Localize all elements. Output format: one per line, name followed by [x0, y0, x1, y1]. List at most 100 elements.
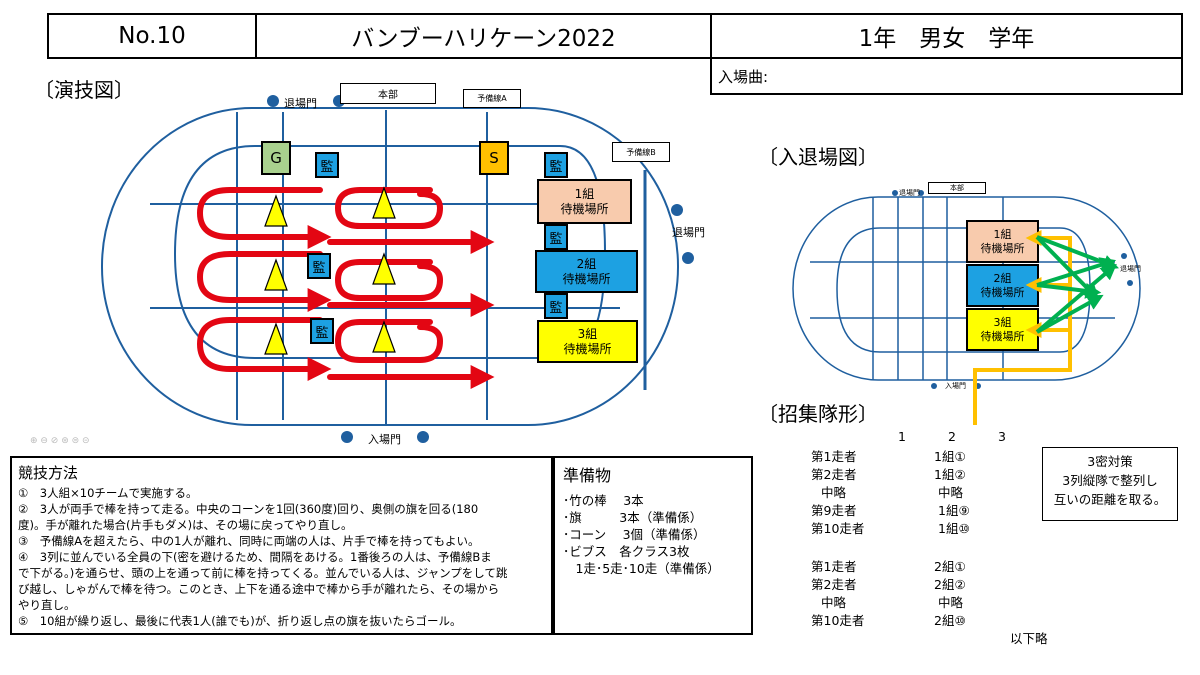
hq-label: 本部	[378, 90, 398, 101]
runner-label: 第10走者	[811, 521, 865, 536]
rules-line: ⑤ 10組が繰り返し、最後に代表1人(誰でも)が、折り返し点の旗を抜いたらゴール…	[18, 614, 462, 628]
exit-route-arrow	[1035, 263, 1117, 334]
cone	[264, 258, 288, 291]
exit-gate-dot	[918, 190, 924, 196]
runner-label: 第2走者	[811, 467, 857, 482]
zoom-toolbar[interactable]: ⊕ ⊖ ⊘ ⊛ ⊜ ⊝	[30, 436, 90, 446]
runner-group: 2組①	[934, 559, 966, 574]
rules-line: で下がる。)を通らせ、頭の上を通って前に棒を持ってくる。並んでいる人は、ジャンプ…	[18, 566, 508, 580]
entrance-gate-label: 入場門	[945, 382, 966, 390]
runner-label: 第2走者	[811, 577, 857, 592]
grade-label: 1年 男女 学年	[858, 26, 1035, 52]
event-number: No.10	[118, 23, 186, 49]
group1-waiting-area: 1組 待機場所	[537, 179, 632, 224]
runner-group: 中略	[938, 485, 964, 500]
reserve-line-b-label: 予備線B	[612, 142, 670, 162]
column-number: 1	[898, 429, 906, 444]
exit-route-arrow	[1036, 235, 1119, 271]
runner-group: 中略	[938, 595, 964, 610]
column-number: 2	[948, 429, 956, 444]
exit-gate-label: 退場門	[899, 189, 920, 197]
equipment-line: ･ビブス 各クラス3枚	[563, 544, 690, 559]
exit-gate-dot	[1127, 280, 1133, 286]
event-name-cell: バンブーハリケーン2022	[255, 13, 712, 59]
runner-label: 第9走者	[811, 503, 857, 518]
runner-group: 1組⑨	[938, 503, 970, 518]
exit-route-arrow	[1036, 294, 1104, 334]
reserve-line-a-label: 予備線A	[463, 89, 521, 108]
lane-arrows	[197, 187, 495, 389]
exit-gate-label: 退場門	[284, 97, 317, 110]
supervisor-marker: 監	[307, 253, 331, 279]
goal-flag: G	[261, 141, 291, 175]
density-note: 3密対策 3列縦隊で整列し 互いの距離を取る。	[1042, 447, 1178, 521]
column-number: 3	[998, 429, 1006, 444]
grade-cell: 1年 男女 学年	[710, 13, 1183, 59]
runner-group: 1組②	[934, 467, 966, 482]
music-cell: 入場曲:	[710, 57, 1183, 95]
exit-route-arrow	[1036, 257, 1117, 287]
runner-label: 中略	[821, 595, 847, 610]
rules-line: ② 3人が両手で棒を持って走る。中央のコーンを1回(360度)回り、奥側の旗を回…	[18, 502, 479, 516]
rules-line: び越し、しゃがんで棒を待つ。このとき、上下を通る途中で棒から手が離れたら、その場…	[18, 582, 500, 596]
rules-box: 競技方法 ① 3人組×10チームで実施する。 ② 3人が両手で棒を持って走る。中…	[10, 456, 553, 635]
rules-line: ① 3人組×10チームで実施する。	[18, 486, 198, 500]
lane-1-outer-arrow	[197, 187, 332, 249]
runner-group: 1組①	[934, 449, 966, 464]
cone	[372, 186, 396, 219]
equipment-line: ･竹の棒 3本	[563, 493, 644, 508]
entrance-gate-label: 入場門	[368, 433, 401, 446]
runner-group: 1組⑩	[938, 521, 970, 536]
group3-waiting-area: 3組 待機場所	[966, 308, 1039, 351]
lane-2-outer-arrow	[197, 251, 332, 312]
exit-gate-right-label: 退場門	[672, 226, 705, 239]
equipment-title: 準備物	[563, 466, 612, 485]
exit-gate-dot	[1121, 253, 1127, 259]
runner-label: 第1走者	[811, 559, 857, 574]
supervisor-marker: 監	[310, 318, 334, 344]
cone	[264, 194, 288, 227]
event-name: バンブーハリケーン2022	[351, 26, 616, 52]
exit-gate-dot	[267, 95, 279, 107]
supervisor-marker: 監	[315, 152, 339, 178]
cone	[372, 320, 396, 353]
entrance-gate-dot	[341, 431, 353, 443]
cones	[264, 186, 396, 355]
exit-gate-right-label: 退場門	[1120, 265, 1141, 273]
assembly-title: 〔招集隊形〕	[758, 402, 878, 426]
number-cell: No.10	[47, 13, 257, 59]
lane-3-outer-arrow	[197, 317, 332, 381]
equipment-line: 1走･5走･10走（準備係）	[563, 561, 720, 576]
runner-label: 中略	[821, 485, 847, 500]
rules-line: ③ 予備線Aを超えたら、中の1人が離れ、同時に両端の人は、片手で棒を持ってもよい…	[18, 534, 480, 548]
exit-gate-dot	[682, 252, 694, 264]
entry-exit-title: 〔入退場図〕	[758, 145, 878, 169]
performance-title: 〔演技図〕	[34, 78, 134, 102]
cone	[264, 322, 288, 355]
runner-group: 2組⑩	[934, 613, 966, 628]
lane-3-inner-arrow	[335, 319, 443, 363]
music-label: 入場曲:	[718, 67, 769, 86]
runner-label: 第10走者	[811, 613, 865, 628]
entrance-gate-dot	[931, 383, 937, 389]
cone	[372, 252, 396, 285]
hq-box: 本部	[340, 83, 436, 104]
hq-box: 本部	[928, 182, 986, 194]
start-flag: S	[479, 141, 509, 175]
group2-waiting-area: 2組 待機場所	[535, 250, 638, 293]
entrance-gate-dot	[417, 431, 429, 443]
equipment-line: ･旗 3本（準備係）	[563, 510, 703, 525]
entry-route-arrow	[973, 230, 1072, 425]
equipment-box: 準備物 ･竹の棒 3本 ･旗 3本（準備係） ･コーン 3個（準備係） ･ビブス…	[553, 456, 753, 635]
runner-group: 2組②	[934, 577, 966, 592]
equipment-line: ･コーン 3個（準備係）	[563, 527, 706, 542]
rules-line: やり直し。	[18, 598, 76, 612]
group3-waiting-area: 3組 待機場所	[537, 320, 638, 363]
rules-title: 競技方法	[18, 464, 79, 482]
runner-label: 第1走者	[811, 449, 857, 464]
omitted-label: 以下略	[1010, 631, 1048, 646]
rules-line: ④ 3列に並んでいる全員の下(密を避けるため、間隔をあける。1番後ろの人は、予備…	[18, 550, 492, 564]
exit-gate-dot	[671, 204, 683, 216]
lane-1-inner-arrow	[335, 187, 443, 229]
